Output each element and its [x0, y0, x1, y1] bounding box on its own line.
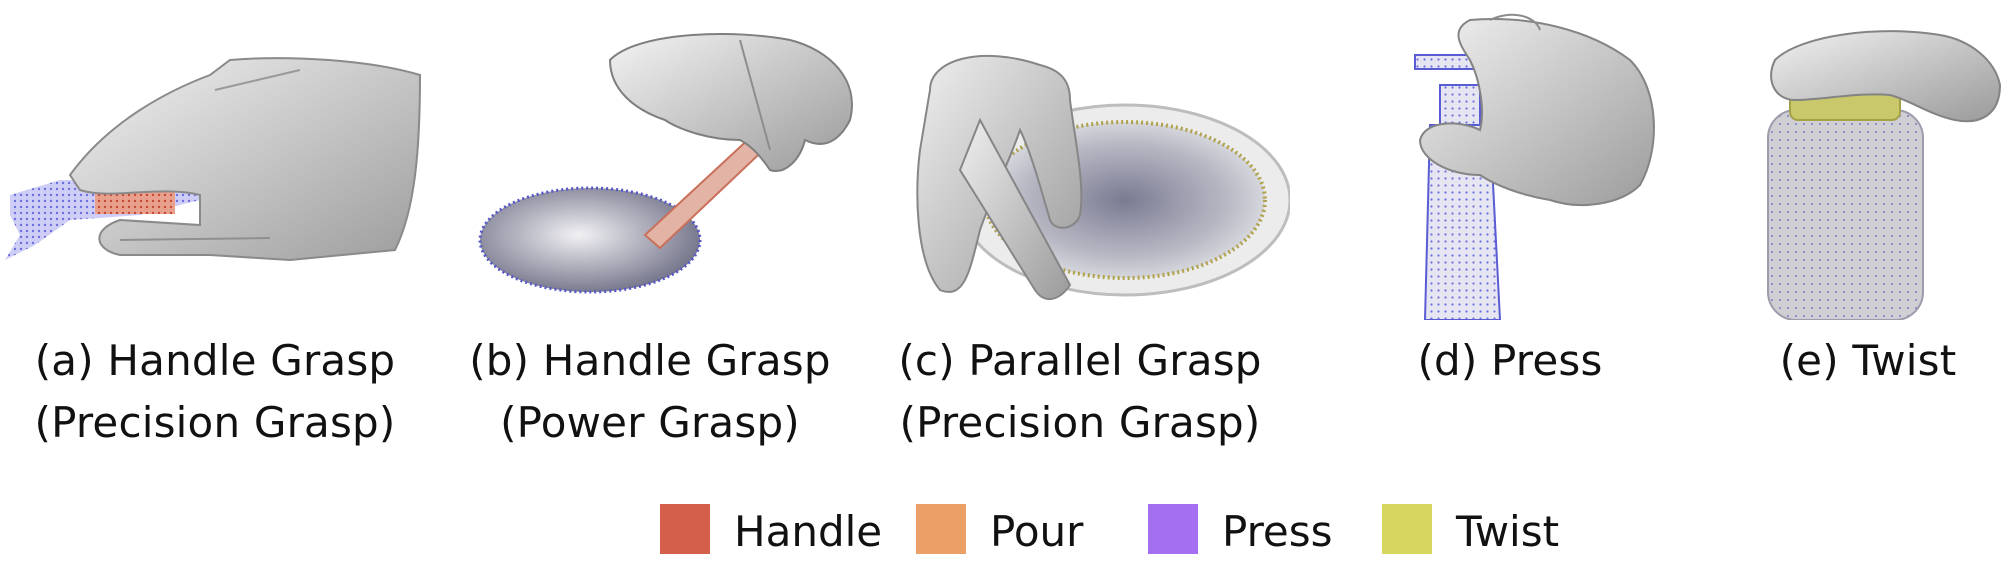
legend-label: Press: [1222, 507, 1333, 556]
panel-d: (d) Press: [1330, 0, 1690, 460]
handle-color-swatch: [660, 504, 710, 554]
panel-a: (a) Handle Grasp (Precision Grasp): [0, 0, 430, 460]
panel-caption: (e) Twist: [1720, 330, 2016, 392]
hand-holding-wrench-illustration: [5, 57, 422, 262]
caption-line-1: (b) Handle Grasp: [469, 336, 831, 385]
caption-line-1: (a) Handle Grasp: [34, 336, 396, 385]
legend-label: Pour: [990, 507, 1084, 556]
panel-caption: (a) Handle Grasp (Precision Grasp): [0, 330, 430, 454]
panel-e: (e) Twist: [1720, 0, 2016, 460]
press-color-swatch: [1148, 504, 1198, 554]
pour-color-swatch: [916, 504, 966, 554]
hand-gripping-bowl-illustration: [916, 54, 1290, 300]
caption-line-1: (c) Parallel Grasp: [898, 336, 1262, 385]
panel-caption: (c) Parallel Grasp (Precision Grasp): [870, 330, 1290, 454]
panel-b: (b) Handle Grasp (Power Grasp): [440, 0, 860, 460]
legend-label: Twist: [1456, 507, 1560, 556]
panel-caption: (b) Handle Grasp (Power Grasp): [440, 330, 860, 454]
hand-twisting-bottle-cap-illustration: [1767, 30, 2002, 320]
twist-color-swatch: [1382, 504, 1432, 554]
caption-line-2: (Precision Grasp): [899, 398, 1261, 447]
legend: Handle Pour Press Twist: [0, 500, 2016, 560]
legend-label: Handle: [734, 507, 883, 556]
panel-caption: (d) Press: [1330, 330, 1690, 392]
hand-pressing-pump-bottle-illustration: [1414, 13, 1655, 320]
caption-line-1: (e) Twist: [1779, 336, 1957, 385]
caption-line-2: (Precision Grasp): [34, 398, 396, 447]
caption-line-1: (d) Press: [1417, 336, 1603, 385]
panel-c: (c) Parallel Grasp (Precision Grasp): [870, 0, 1290, 460]
caption-line-2: (Power Grasp): [500, 398, 800, 447]
hand-holding-ladle-illustration: [478, 33, 853, 294]
